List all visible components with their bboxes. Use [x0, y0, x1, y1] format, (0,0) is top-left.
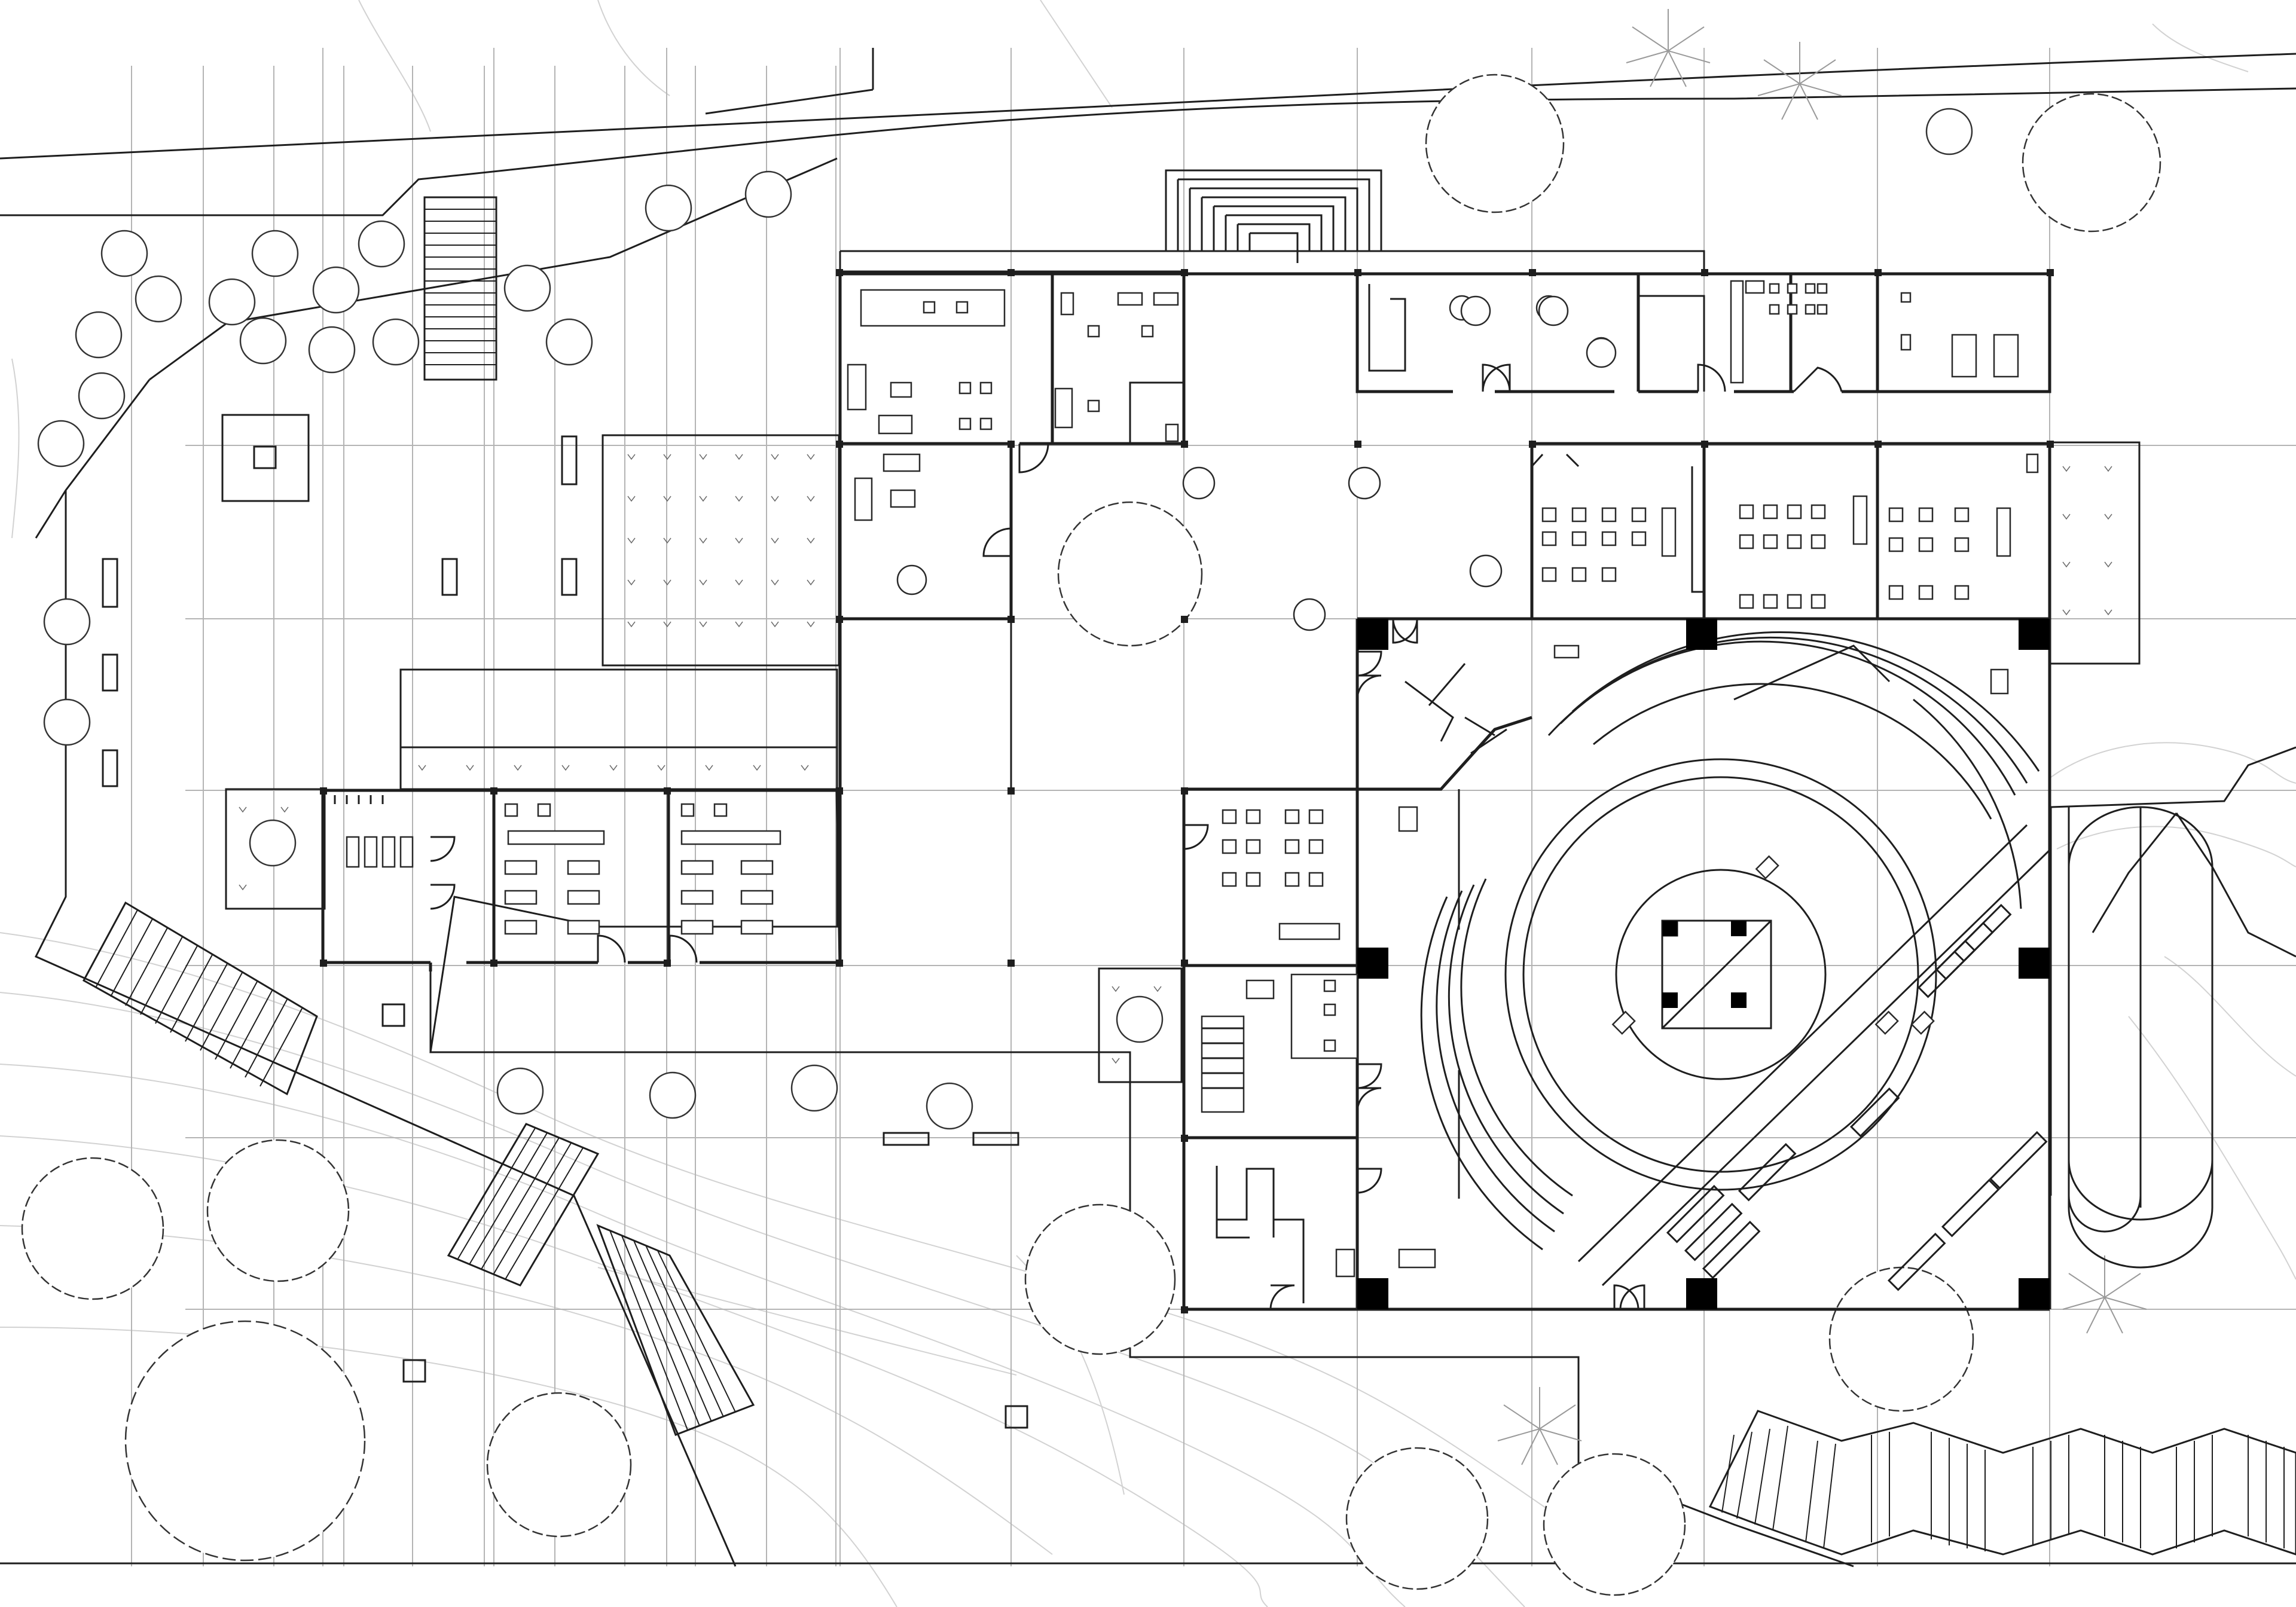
stairs: [82, 169, 2296, 1556]
doors: [430, 363, 1843, 1310]
planters: [221, 414, 2141, 1083]
auditorium: [1420, 631, 2052, 1291]
columns: [320, 269, 2054, 1313]
large-trees: [21, 74, 2161, 1596]
southwest-stairs: [82, 901, 755, 1436]
southeast-stairs: [1708, 1410, 2296, 1556]
palm-trees: [1497, 9, 2147, 1465]
small-trees: [37, 108, 1973, 1130]
north-entry-steps: [1165, 169, 1382, 252]
furniture: [334, 280, 2039, 1303]
